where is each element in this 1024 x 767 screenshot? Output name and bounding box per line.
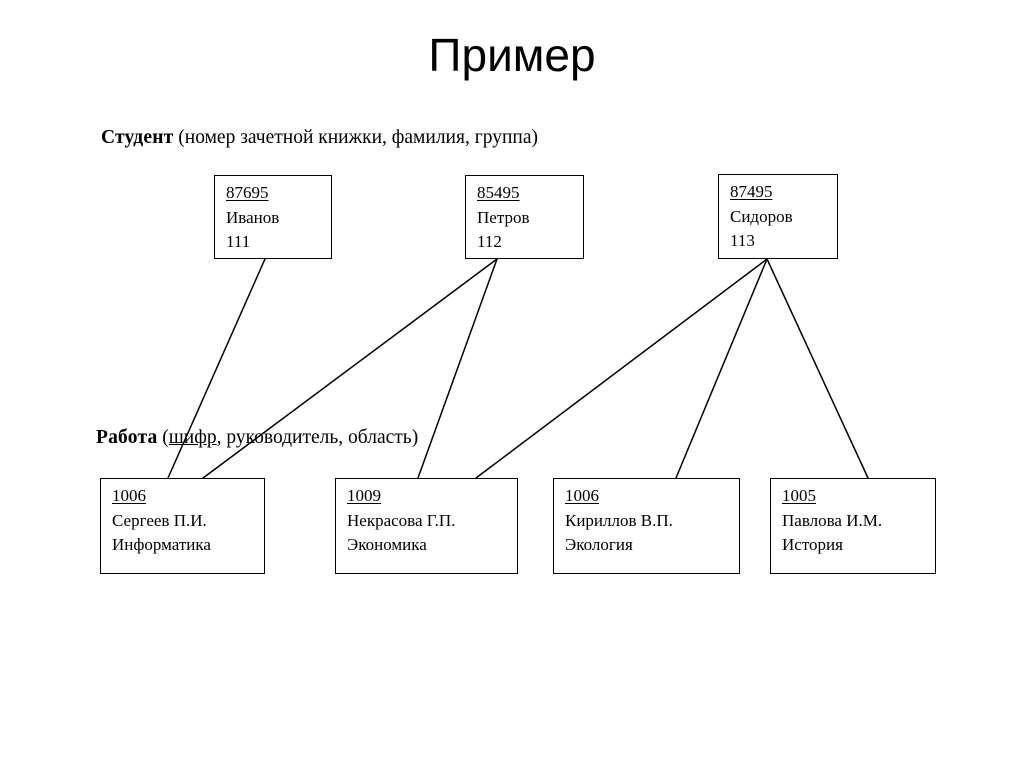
entity-heading-student: Студент (номер зачетной книжки, фамилия,… [101,126,538,150]
work-record-box: 1005 Павлова И.М. История [770,478,936,574]
entity-open-paren-work: ( [157,427,169,448]
work-code: 1009 [347,486,381,505]
work-code: 1006 [565,486,599,505]
student-surname: Петров [477,207,530,227]
work-supervisor: Сергеев П.И. [112,510,207,530]
student-record-box: 87695 Иванов 111 [214,175,332,259]
student-group: 111 [226,232,251,251]
work-field: История [782,535,843,554]
work-supervisor: Кириллов В.П. [565,510,673,530]
relationship-line [675,258,768,479]
student-id: 85495 [477,183,520,202]
work-field: Информатика [112,535,211,554]
work-supervisor: Некрасова Г.П. [347,510,456,530]
work-supervisor: Павлова И.М. [782,510,883,530]
entity-close-paren-work: ) [411,427,419,448]
relationship-line [475,258,768,479]
entity-attributes-student: номер зачетной книжки, фамилия, группа [184,127,532,148]
work-field: Экология [565,535,633,554]
entity-close-paren-student: ) [531,127,538,148]
work-record-box: 1006 Сергеев П.И. Информатика [100,478,265,574]
work-code: 1006 [112,486,146,505]
student-record-box: 85495 Петров 112 [465,175,584,259]
entity-name-student: Студент [101,127,174,148]
student-record-box: 87495 Сидоров 113 [718,174,838,259]
page-title: Пример [428,29,596,81]
work-record-box: 1009 Некрасова Г.П. Экономика [335,478,518,574]
student-surname: Сидоров [730,206,793,226]
work-record-box: 1006 Кириллов В.П. Экология [553,478,740,574]
student-id: 87695 [226,183,269,202]
student-group: 113 [730,231,755,250]
entity-key-attribute-work: шифр [168,427,217,448]
student-group: 112 [477,232,502,251]
work-code: 1005 [782,486,816,505]
relationship-line [766,258,869,479]
student-surname: Иванов [226,207,280,227]
entity-heading-work: Работа (шифр, руководитель, область) [96,426,418,450]
student-id: 87495 [730,182,773,201]
work-field: Экономика [347,535,427,554]
relationship-line [417,258,498,479]
entity-open-paren-student: ( [173,127,185,148]
entity-attributes-work: , руководитель, область [216,427,412,448]
entity-name-work: Работа [96,427,158,448]
